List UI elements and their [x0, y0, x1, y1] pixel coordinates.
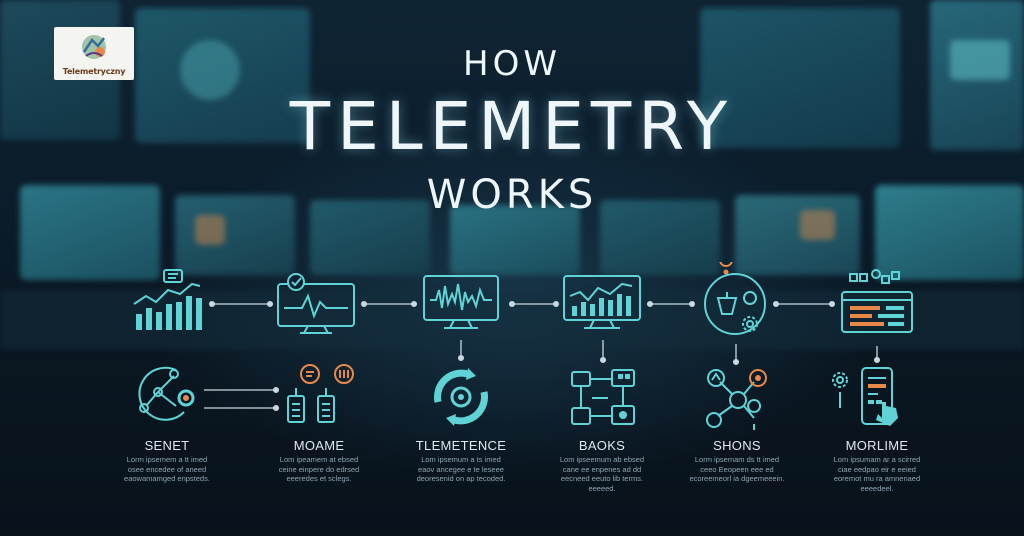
brand-logo: Telemetryczny: [54, 27, 134, 80]
monitor-waveform-icon: [423, 275, 499, 329]
network-share-icon: [706, 369, 767, 430]
logo-text: Telemetryczny: [62, 67, 126, 76]
alert-gear-icon: [704, 262, 766, 335]
step-label-baoks: BAOKS: [578, 438, 626, 453]
title-line-2: TELEMETRY: [289, 88, 735, 165]
step-label-senet: SENET: [144, 438, 190, 453]
flowchart-icon: [571, 369, 635, 425]
step-label-moame: MOAME: [293, 438, 345, 453]
bar-chart-icon: [133, 269, 202, 330]
device-transfer-icon: [287, 364, 354, 423]
logo-emblem-icon: [82, 35, 106, 59]
sensor-node-icon: [138, 366, 195, 421]
dashboard-panel-icon: [841, 269, 913, 333]
cycle-icon: [434, 368, 488, 426]
step-label-morlime: MORLIME: [845, 438, 909, 453]
step-label-shons: SHONS: [713, 438, 761, 453]
step-label-tlemetence: TLEMETENCE: [415, 438, 507, 453]
title-line-1: HOW: [463, 44, 561, 84]
title-line-3: WORKS: [426, 172, 598, 218]
monitor-heartbeat-icon: [277, 273, 355, 334]
monitor-bar-chart-icon: [563, 275, 641, 329]
mobile-touch-icon: [832, 367, 898, 426]
